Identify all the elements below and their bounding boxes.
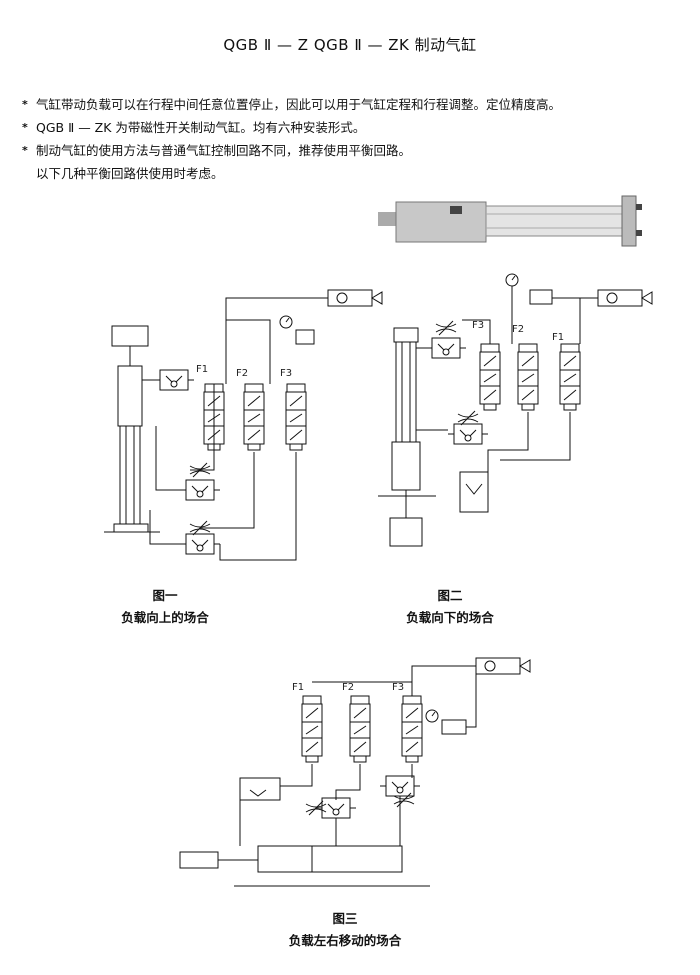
figure-2-caption-text: 负载向下的场合	[406, 610, 494, 625]
asterisk-icon: *	[22, 144, 28, 157]
valve-label-f2: F2	[236, 368, 248, 379]
figure-3-caption-text: 负载左右移动的场合	[288, 933, 402, 948]
figure-2-label: 图二	[437, 588, 463, 603]
bullet-item: *制动气缸的使用方法与普通气缸控制回路不同，推荐使用平衡回路。	[22, 139, 561, 162]
figure-1-diagram: F1 F2 F3	[104, 289, 383, 561]
valve-label-f2-fig2: F2	[512, 324, 524, 335]
valve-label-f3-fig2: F3	[472, 320, 484, 331]
valve-label-f1-fig2: F1	[552, 332, 564, 343]
figure-3-diagram: F1 F2 F3	[179, 657, 531, 887]
figure-1-caption-text: 负载向上的场合	[121, 610, 209, 625]
figure-3-label: 图三	[332, 911, 358, 926]
bullet-item: *QGB Ⅱ — ZK 为带磁性开关制动气缸。均有六种安装形式。	[22, 116, 561, 139]
valve-label-f3-fig3: F3	[392, 682, 404, 693]
figure-3-caption: 图三 负载左右移动的场合	[265, 908, 425, 952]
bullet-item: *气缸带动负载可以在行程中间任意位置停止，因此可以用于气缸定程和行程调整。定位精…	[22, 93, 561, 116]
figure-1-caption: 图一 负载向上的场合	[110, 585, 220, 629]
figure-1-label: 图一	[152, 588, 178, 603]
valve-label-f1-fig3: F1	[292, 682, 304, 693]
figure-2-caption: 图二 负载向下的场合	[385, 585, 515, 629]
page-title: QGB Ⅱ — Z QGB Ⅱ — ZK 制动气缸	[223, 36, 477, 54]
valve-label-f2-fig3: F2	[342, 682, 354, 693]
valve-label-f1: F1	[196, 364, 208, 375]
bullet-note: 以下几种平衡回路供使用时考虑。	[36, 166, 224, 181]
valve-label-f3: F3	[280, 368, 292, 379]
cylinder-photo	[378, 195, 642, 247]
asterisk-icon: *	[22, 121, 28, 134]
feature-list: *气缸带动负载可以在行程中间任意位置停止，因此可以用于气缸定程和行程调整。定位精…	[22, 93, 561, 185]
figure-2-diagram: F3 F2 F1	[378, 273, 653, 547]
asterisk-icon: *	[22, 98, 28, 111]
